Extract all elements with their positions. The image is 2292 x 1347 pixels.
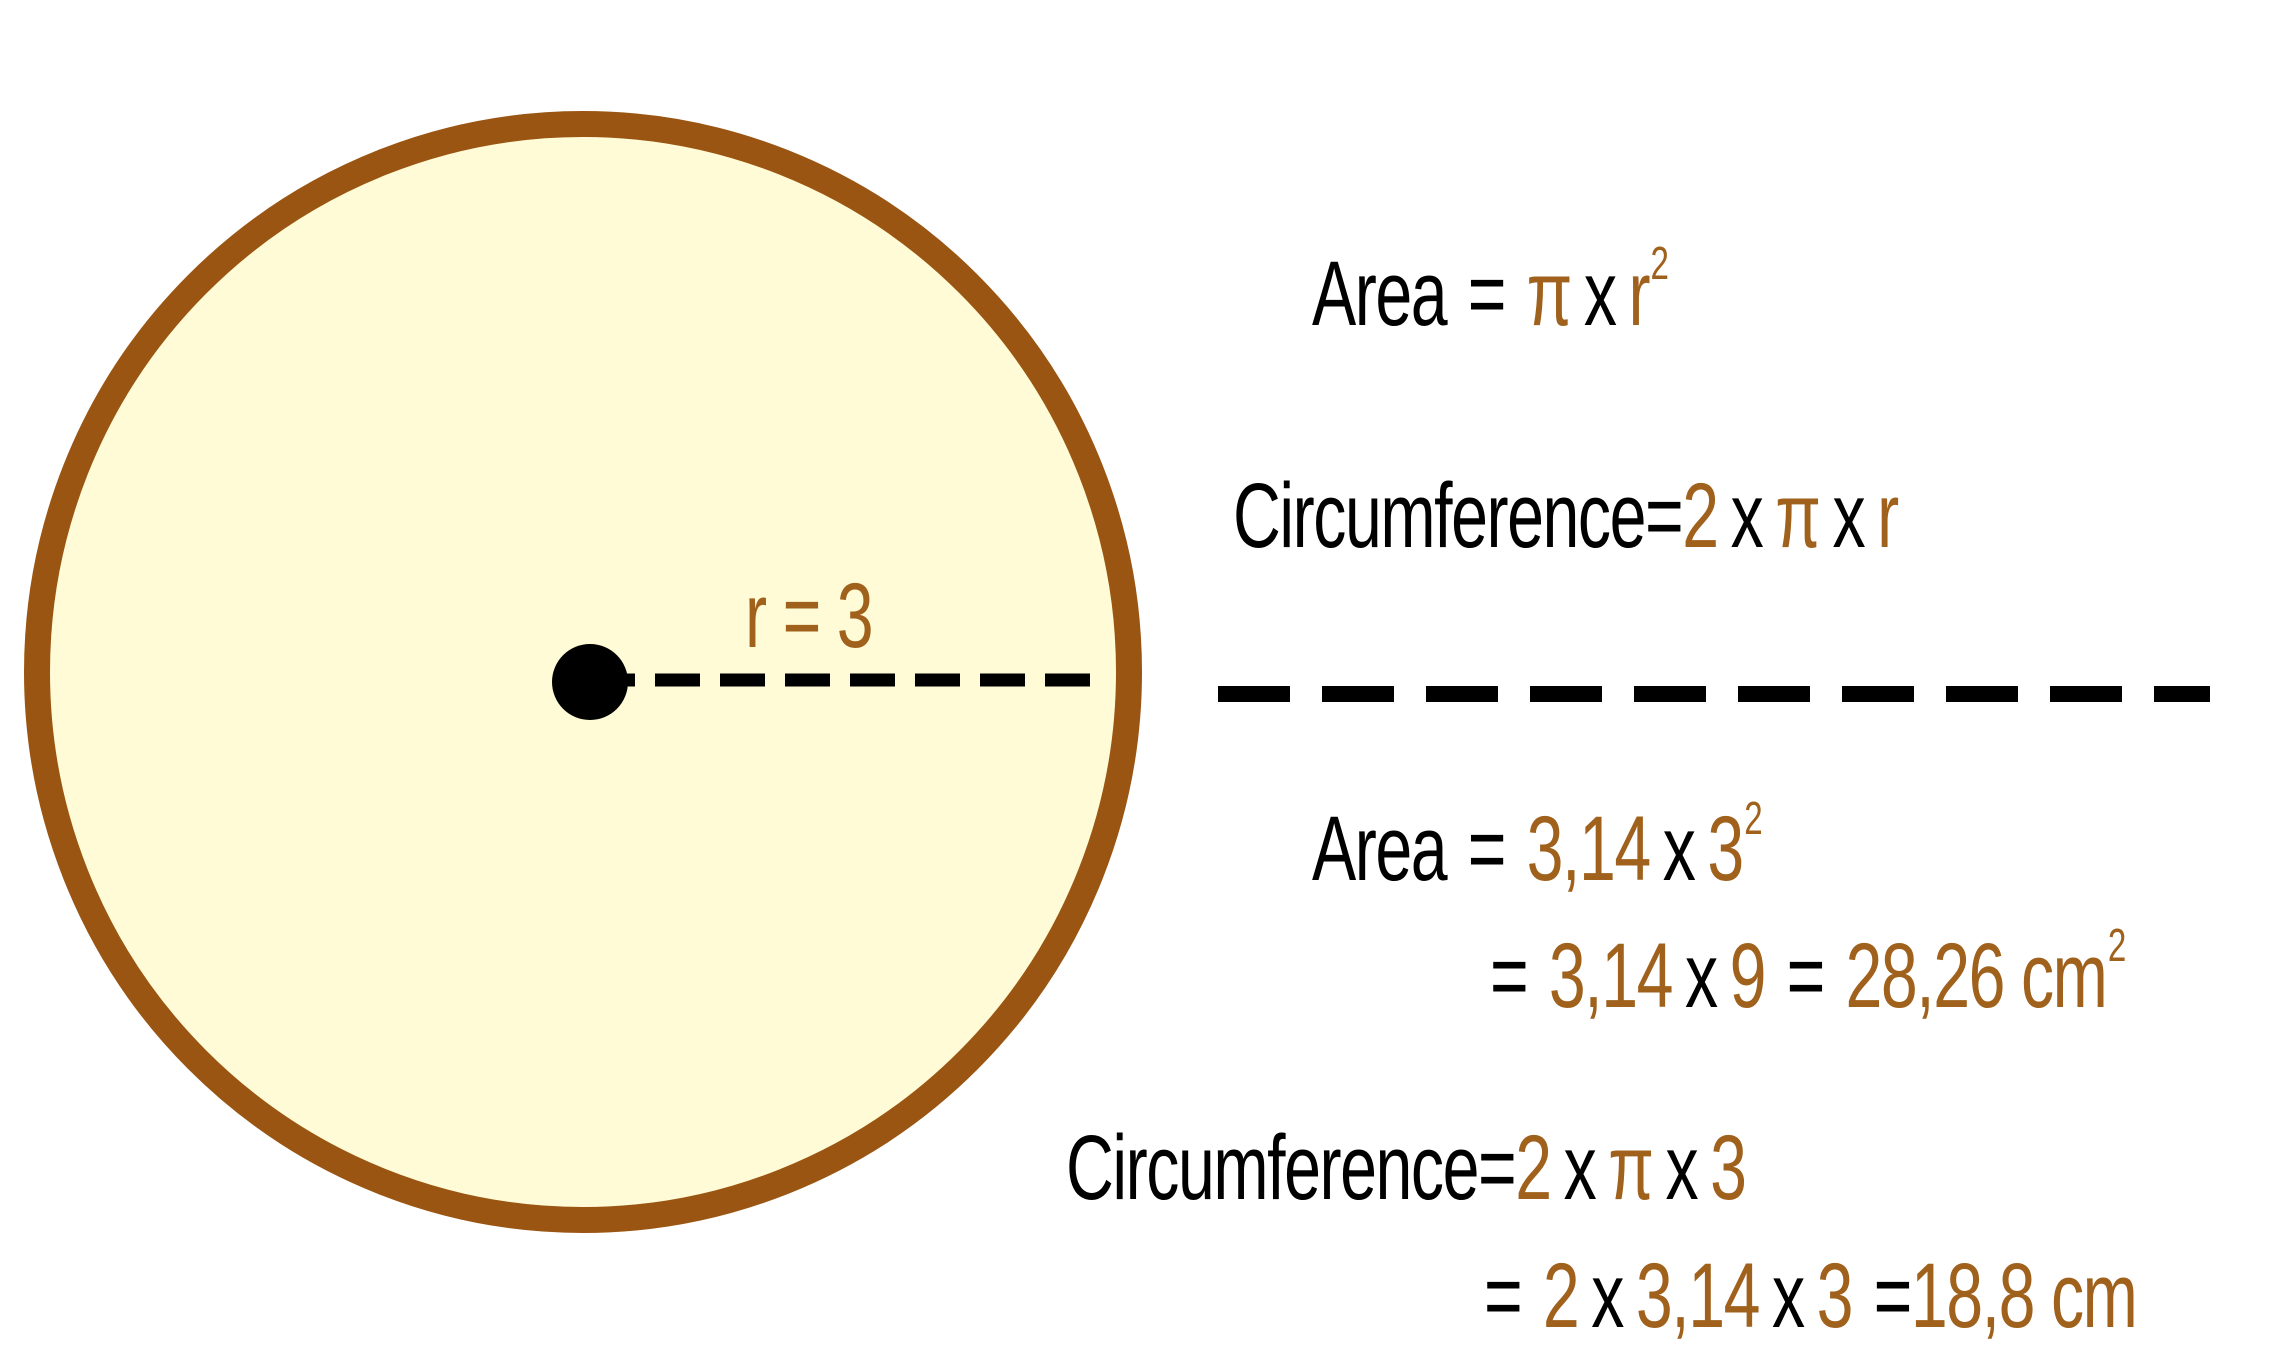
circumference-formula-times: x (1730, 465, 1764, 567)
circumference-formula-label: Circumference (1233, 465, 1646, 567)
area-calc-line2-square: 9 (1729, 925, 1767, 1027)
area-calc-label: Area (1312, 798, 1448, 900)
circumference-calc-line2-times2: x (1771, 1245, 1805, 1347)
circumference-formula-equals: = (1644, 465, 1684, 567)
circumference-calc-line2-equals: = (1484, 1245, 1523, 1347)
circumference-formula-two: 2 (1682, 465, 1719, 567)
area-calc-line2-equals: = (1490, 925, 1529, 1027)
area-calc-line2-times: x (1684, 925, 1718, 1027)
circumference-calc-label: Circumference (1066, 1117, 1479, 1219)
circumference-calc-times: x (1563, 1117, 1597, 1219)
area-formula-label: Area (1312, 243, 1448, 345)
area-result-exponent: 2 (2107, 919, 2126, 971)
area-result: 28,26 cm (1845, 925, 2107, 1027)
circumference-calc-line2-pi-value: 3,14 (1635, 1245, 1761, 1347)
area-calc-times: x (1662, 798, 1696, 900)
circumference-result: 18,8 cm (1910, 1245, 2138, 1347)
area-calc-exponent: 2 (1744, 792, 1762, 844)
area-formula-equals: = (1467, 243, 1507, 345)
area-calc-pi-value: 3,14 (1526, 798, 1652, 900)
circumference-calc-line2-equals2: = (1873, 1245, 1913, 1347)
circumference-calc-two: 2 (1515, 1117, 1552, 1219)
circumference-calc-radius: 3 (1710, 1117, 1747, 1219)
circumference-calc-line2-radius: 3 (1816, 1245, 1854, 1347)
circumference-formula-pi: π (1775, 465, 1821, 567)
area-calc-equals: = (1467, 798, 1507, 900)
radius-label: r = 3 (745, 565, 874, 667)
area-formula-exponent: 2 (1650, 237, 1669, 289)
circumference-calc-times2: x (1665, 1117, 1698, 1219)
area-calc-radius: 3 (1707, 798, 1744, 900)
circumference-calc-pi: π (1608, 1117, 1654, 1219)
circumference-calc-equals: = (1477, 1117, 1517, 1219)
area-formula-times: x (1583, 243, 1617, 345)
area-formula-pi: π (1526, 243, 1573, 345)
circumference-formula-times2: x (1832, 465, 1865, 567)
circumference-formula-r: r (1877, 465, 1899, 567)
area-formula-r: r (1628, 243, 1650, 345)
center-point (552, 644, 628, 720)
area-calc-line2-equals2: = (1786, 925, 1826, 1027)
circumference-calc-line2-times: x (1591, 1245, 1624, 1347)
circumference-calc-line2-two: 2 (1542, 1245, 1580, 1347)
area-calc-line2-pi-value: 3,14 (1548, 925, 1674, 1027)
